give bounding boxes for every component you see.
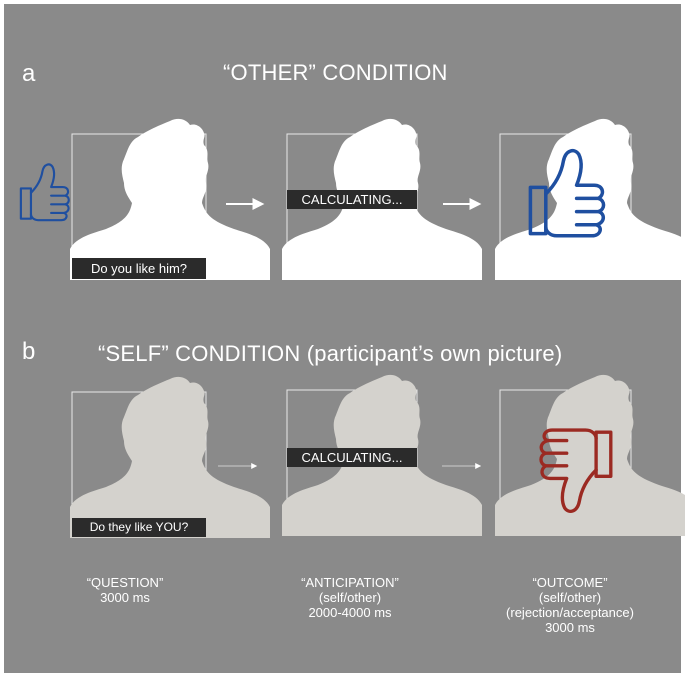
b-question-text: Do they like YOU? — [89, 520, 189, 534]
caption-anticipation: “ANTICIPATION” (self/other) 2000-4000 ms — [280, 575, 420, 620]
caption-outcome-line: 3000 ms — [545, 620, 595, 635]
a-calculating-bar — [287, 190, 417, 209]
b-calculating-bar — [287, 448, 417, 467]
caption-question-line: “QUESTION” — [86, 575, 164, 590]
caption-anticipation-line: (self/other) — [318, 590, 382, 605]
caption-question: “QUESTION” 3000 ms — [60, 575, 190, 605]
a-anticipation-frame — [282, 118, 482, 280]
caption-outcome-line: “OUTCOME” — [532, 575, 608, 590]
caption-question-line: 3000 ms — [100, 590, 150, 605]
b-question-silhouette — [70, 376, 270, 538]
thumbs-up-icon — [19, 163, 70, 222]
a-question-bar — [72, 258, 206, 279]
panel-a-title: “OTHER” CONDITION — [223, 60, 448, 85]
caption-anticipation-line: “ANTICIPATION” — [301, 575, 399, 590]
caption-anticipation-line: 2000-4000 ms — [308, 605, 392, 620]
a-calculating-text: CALCULATING... — [301, 192, 403, 207]
b-question-frame — [70, 376, 270, 538]
a-question-text: Do you like him? — [90, 261, 188, 276]
caption-outcome-line: (self/other) — [538, 590, 602, 605]
panel-a-letter: a — [22, 60, 36, 87]
caption-outcome: “OUTCOME” (self/other) (rejection/accept… — [490, 575, 650, 635]
panel-b-letter: b — [22, 338, 36, 365]
figure-background — [4, 4, 681, 673]
panel-b-title: “SELF” CONDITION (participant’s own pict… — [98, 341, 563, 366]
caption-outcome-line: (rejection/acceptance) — [506, 605, 634, 620]
a-question-frame — [70, 118, 270, 280]
b-outcome-frame — [495, 374, 685, 536]
a-question-silhouette — [70, 118, 270, 280]
b-question-bar — [72, 518, 206, 537]
b-calculating-text: CALCULATING... — [301, 450, 403, 465]
b-outcome-silhouette — [495, 374, 685, 536]
a-outcome-frame — [495, 118, 685, 280]
b-anticipation-frame — [282, 374, 482, 536]
